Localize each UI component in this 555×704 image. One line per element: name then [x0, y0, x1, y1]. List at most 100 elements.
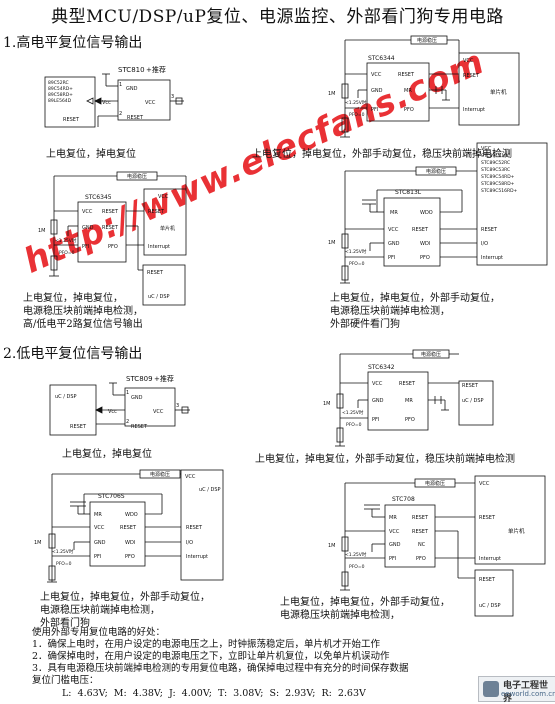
- v125-706: <1.25V时: [52, 548, 74, 555]
- pin-gnd-809: GND: [131, 395, 143, 401]
- pin-mr-708: MR: [389, 515, 397, 521]
- circuit-stc810: [44, 73, 184, 128]
- stc-part-1: STC89C51RC: [481, 153, 510, 159]
- vreg-label-6344: 电源稳压: [417, 37, 437, 44]
- ucdsp-reset-809: RESET: [70, 424, 87, 430]
- r1m-706: 1M: [34, 540, 42, 546]
- pin-vcc-6345: VCC: [82, 209, 93, 215]
- ucdsp-label-809: uC / DSP: [55, 394, 77, 400]
- caption-line: 外部硬件看门狗: [330, 319, 400, 330]
- pfo0-708: PFO=0: [349, 564, 365, 570]
- pin-gnd-708: GND: [389, 542, 401, 548]
- pin-reset-813: RESET: [412, 227, 429, 233]
- circuit-stc813l: [340, 142, 548, 284]
- pin-reset-809: RESET: [131, 424, 148, 430]
- vreg-label-706: 电源稳压: [150, 471, 170, 478]
- pin-pfo-6345: PFO: [108, 244, 118, 250]
- r1m-708: 1M: [328, 543, 336, 549]
- pfo0-6344: PFO=0: [349, 112, 365, 118]
- mcu-part-4: 89LE564D: [48, 98, 72, 104]
- ucdsp-label-708: uC / DSP: [479, 603, 501, 609]
- circuit-stc809: [49, 382, 190, 436]
- pin-mr-6342: MR: [405, 398, 413, 404]
- pin-pfo-708: PFO: [416, 556, 426, 562]
- mcu-label-6345: 单片机: [160, 225, 175, 232]
- stc706-label: STC706S: [98, 493, 125, 500]
- pin-vcc-708: VCC: [389, 529, 400, 535]
- vreg-label-813: 电源稳压: [426, 168, 446, 175]
- v125-813: <1.25V时: [345, 248, 367, 255]
- pin-gnd-6345: GND: [82, 225, 94, 231]
- r1m-6344: 1M: [328, 91, 336, 97]
- ucdsp-box-708: [474, 569, 514, 617]
- stc813-chip: [383, 197, 441, 267]
- pin-vcc-706: VCC: [94, 525, 105, 531]
- pin-pfo-813: PFO: [420, 255, 430, 261]
- mcu-vcc-813: VCC: [481, 146, 492, 152]
- pin-reset-708: RESET: [412, 515, 429, 521]
- pin-pfi-706: PFI: [94, 554, 101, 560]
- pin-gnd-6342: GND: [372, 398, 384, 404]
- pin-reset-706: RESET: [120, 525, 137, 531]
- stc-part-3: STC89C53RC: [481, 167, 510, 173]
- ucdsp-reset-6342: RESET: [462, 383, 479, 389]
- pin-pfi-6342: PFI: [372, 417, 379, 423]
- stc810-label: STC810: [118, 66, 145, 74]
- pfo0-813: PFO=0: [349, 261, 365, 267]
- pin3-810: 3: [171, 94, 174, 100]
- mcu-vcc-6345: VCC: [158, 194, 169, 200]
- vcc-label-809: Vcc: [108, 409, 117, 415]
- mcu-reset-813: RESET: [481, 227, 498, 233]
- caption-stc706s: 上电复位，掉电复位，外部手动复位， 电源稳压块前端掉电检测， 外部看门狗: [40, 591, 210, 630]
- page-title: 典型MCU/DSP/uP复位、电源监控、外部看门狗专用电路: [51, 7, 504, 27]
- section-low-level-reset: 2.低电平复位信号输出: [3, 346, 143, 362]
- caption-stc810: 上电复位，掉电复位: [46, 148, 136, 161]
- pin-wdi-706: WDI: [125, 540, 135, 546]
- v125-6344: <1.25V时: [345, 99, 367, 106]
- pin-wdi-813: WDI: [420, 241, 430, 247]
- pin-vcc-810: VCC: [145, 100, 156, 106]
- pfo0-6345: PFO=0: [59, 250, 75, 256]
- pin-pfo-6344: PFO: [404, 107, 414, 113]
- recommend-label-810: +推荐: [146, 65, 166, 74]
- stc-part-5: STC89C58RD+: [481, 181, 515, 187]
- ucdsp-reset-6345: RESET: [147, 270, 164, 276]
- mcu-box-810: [44, 76, 96, 128]
- pin-pfo-6342: PFO: [405, 417, 415, 423]
- pin-reset-6344: RESET: [398, 72, 415, 78]
- pin-reset-810: RESET: [127, 115, 144, 121]
- ucdsp-reset-708: RESET: [479, 577, 496, 583]
- caption-line: 高/低电平2路复位信号输出: [23, 319, 143, 330]
- vcc-label-810: Vcc: [102, 100, 111, 106]
- pin-gnd-706: GND: [94, 540, 106, 546]
- mcu-part-3: 89C58RD+: [48, 92, 73, 98]
- ucdsp-box-6345: [142, 264, 186, 306]
- mcu-int-6345: Interrupt: [148, 244, 170, 250]
- circuit-stc6344: [340, 35, 520, 138]
- caption-line: 上电复位，掉电复位: [62, 449, 152, 460]
- pin-pfi-6344: PFI: [371, 107, 378, 113]
- r1m-813: 1M: [328, 240, 336, 246]
- pin-mr-706: MR: [94, 512, 102, 518]
- ucdsp-vcc-706: VCC: [185, 474, 196, 480]
- benefits-heading: 使用外部专用复位电路的好处：: [32, 627, 166, 638]
- circuit-stc6345: [49, 171, 187, 306]
- ucdsp-label-706: uC / DSP: [199, 487, 221, 493]
- pin-wdo-813: WDO: [420, 210, 433, 216]
- caption-line: 上电复位，掉电复位，外部手动复位，稳压块前端掉电检测: [252, 149, 512, 160]
- circuit-stc6342: [335, 349, 494, 447]
- pin-nc-708: NC: [418, 542, 426, 548]
- v125-708: <1.25V时: [345, 551, 367, 558]
- benefit-item: 2．确保掉电时，在用户设定的电源电压之下，立即让单片机复位，以免单片机误动作: [32, 651, 390, 662]
- eeworld-logo: 电子工程世界 eeworld.com.cn: [478, 676, 555, 704]
- caption-line: 电源稳压块前端掉电检测，: [40, 605, 160, 616]
- mcu-part-2: 89C54RD+: [48, 86, 73, 92]
- v125-6345: <1.25V时: [55, 237, 77, 244]
- caption-stc809: 上电复位，掉电复位: [62, 448, 152, 461]
- vreg-label-6342: 电源稳压: [421, 351, 441, 358]
- mcu-reset-6345: RESET: [148, 209, 165, 215]
- logo-name: 电子工程世界: [503, 681, 549, 704]
- section-high-level-reset: 1.高电平复位信号输出: [3, 35, 143, 51]
- v125-6342: <1.25V时: [342, 409, 364, 416]
- pin1-809: 1: [126, 390, 129, 396]
